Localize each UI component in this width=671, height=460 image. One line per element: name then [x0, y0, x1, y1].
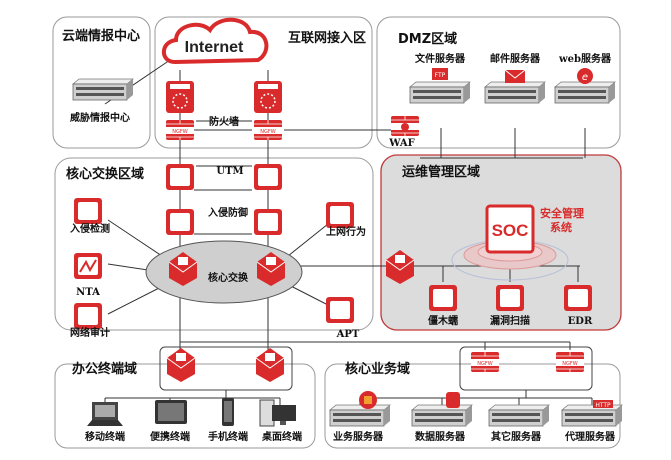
internet-cloud: Internet — [161, 17, 269, 65]
edr-device — [564, 285, 592, 311]
network-audit-label: 网络审计 — [70, 326, 110, 339]
file-server: FTP — [409, 68, 471, 104]
utm-left — [166, 164, 194, 190]
biz-firewall-right: NGFW — [555, 351, 585, 373]
ids-device — [74, 198, 102, 224]
soc-title-line2: 系统 — [550, 220, 572, 234]
other-server-label: 其它服务器 — [491, 430, 542, 443]
network-audit-device — [74, 303, 102, 329]
router-right — [253, 80, 283, 114]
tablet-icon — [155, 400, 187, 424]
waf-device — [390, 115, 420, 137]
other-server — [488, 404, 550, 427]
phone-icon — [222, 398, 234, 426]
apt-device — [326, 297, 354, 323]
zone-title-ops: 运维管理区域 — [402, 164, 480, 180]
core-switch-label: 核心交换 — [208, 271, 249, 284]
vuln-scan-label: 漏洞扫描 — [490, 314, 530, 327]
mail-server — [484, 69, 546, 104]
proxy-server-label: 代理服务器 — [564, 430, 616, 443]
ngfw-label: NGFW — [260, 129, 275, 135]
web-behavior-label: 上网行为 — [326, 225, 366, 238]
soc-title-line1: 安全管理 — [540, 206, 584, 220]
ngfw-label: NGFW — [477, 361, 492, 367]
biz-firewall-left: NGFW — [470, 351, 500, 373]
zone-title-office: 办公终端域 — [72, 361, 137, 377]
firewall-label: 防火墙 — [209, 115, 239, 128]
firewall-right: NGFW — [253, 119, 283, 141]
zone-title-core-business: 核心业务域 — [345, 361, 410, 377]
portable-terminal-label: 便携终端 — [150, 430, 190, 443]
firewall-left: NGFW — [165, 119, 195, 141]
utm-right — [254, 164, 282, 190]
zone-title-internet-access: 互联网接入区 — [288, 30, 366, 46]
desktop-icon — [259, 399, 296, 427]
ips-left — [166, 209, 194, 235]
mobile-terminal-label: 移动终端 — [85, 430, 125, 443]
ngfw-label: NGFW — [562, 361, 577, 367]
mail-server-label: 邮件服务器 — [490, 52, 541, 65]
apt-label: APT — [336, 329, 360, 340]
zone-title-cloud-intel: 云端情报中心 — [62, 28, 140, 44]
business-server — [329, 391, 391, 427]
soc-system: SOC — [485, 204, 535, 254]
svg-text:e: e — [582, 72, 588, 83]
phone-terminal-label: 手机终端 — [208, 430, 248, 443]
soc-label: SOC — [492, 221, 529, 240]
threat-intel-label: 威胁情报中心 — [70, 111, 130, 124]
laptop-icon — [87, 402, 123, 426]
web-server-label: web服务器 — [558, 52, 612, 65]
desktop-terminal-label: 桌面终端 — [261, 430, 302, 443]
internet-label: Internet — [185, 39, 244, 56]
data-server — [411, 392, 473, 427]
ngfw-label: NGFW — [172, 129, 187, 135]
ips-right — [254, 209, 282, 235]
zone-title-dmz: DMZ区域 — [398, 31, 457, 47]
http-label: HTTP — [595, 402, 611, 409]
data-server-label: 数据服务器 — [415, 430, 466, 443]
proxy-server: HTTP — [561, 400, 623, 427]
file-server-label: 文件服务器 — [415, 52, 466, 65]
ftp-label: FTP — [435, 72, 446, 79]
business-server-label: 业务服务器 — [333, 430, 384, 443]
web-behavior-device — [326, 202, 354, 228]
ips-label: 入侵防御 — [208, 206, 248, 219]
vuln-scan-device — [496, 285, 524, 311]
ids-label: 入侵检测 — [70, 222, 110, 235]
zone-title-core-switching: 核心交换区域 — [66, 166, 144, 182]
web-server: e — [554, 68, 616, 104]
nta-label: NTA — [76, 287, 100, 298]
edr-label: EDR — [568, 316, 593, 327]
nta-device — [74, 253, 102, 279]
router-left — [165, 80, 195, 114]
utm-label: UTM — [216, 166, 243, 177]
bot-worm-device — [429, 285, 457, 311]
waf-label: WAF — [388, 138, 414, 149]
bot-worm-label: 僵木蠕 — [428, 314, 458, 327]
threat-intel-server — [72, 78, 134, 101]
